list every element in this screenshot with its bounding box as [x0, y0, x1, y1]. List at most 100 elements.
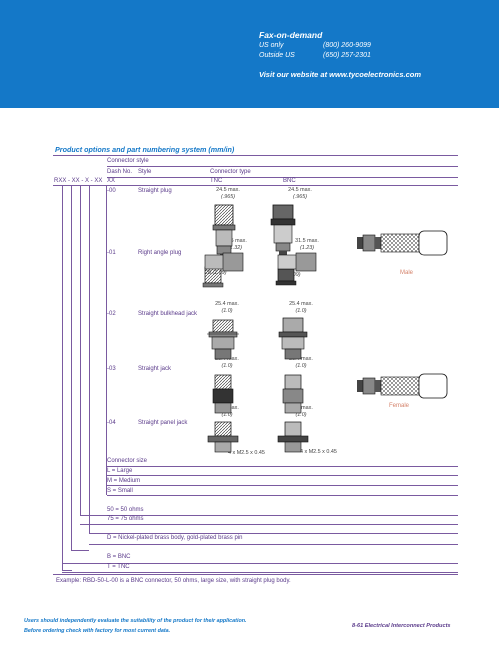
bnc-straight-plug-icon — [270, 204, 296, 256]
dim-bnc-02: 25.4 max. (1.0) — [279, 301, 323, 315]
divider — [107, 466, 458, 467]
style-straight-panel-jack: Straight panel jack — [138, 420, 188, 426]
dim-value: 24.5 max. — [288, 187, 312, 193]
table-title: Product options and part numbering syste… — [55, 145, 235, 154]
dim-inch: (.965) — [220, 194, 236, 200]
dim-tnc-01: 33.5 max. (1.32) — [213, 238, 257, 252]
footer-note-line: Before ordering check with factory for m… — [24, 628, 171, 634]
tnc-panel-jack-icon — [207, 421, 239, 453]
part-pattern: RXX - XX - X - XX — [54, 178, 103, 184]
fax-number: (800) 260-9099 — [323, 41, 371, 49]
style-straight-jack: Straight jack — [138, 366, 172, 372]
divider — [62, 572, 458, 573]
footer-note-line: Users should independently evaluate the … — [24, 618, 247, 624]
dim-inch: (1.0) — [221, 412, 233, 418]
divider — [107, 475, 458, 476]
style-right-angle-plug: Right angle plug — [138, 250, 182, 256]
bracket-line — [71, 550, 89, 551]
divider — [89, 544, 458, 545]
dim-inch: (1.32) — [227, 245, 243, 251]
divider — [80, 515, 458, 516]
tnc-straight-plug-icon — [212, 204, 236, 259]
ohms-50: 50 = 50 ohms — [107, 507, 144, 513]
body-material: D = Nickel-plated brass body, gold-plate… — [107, 535, 243, 541]
type-bnc: B = BNC — [107, 554, 131, 560]
dash-no-label: Dash No. — [107, 169, 133, 175]
dim-tnc-00: 24.5 max. (.965) — [206, 187, 250, 201]
divider — [80, 524, 458, 525]
header-banner — [0, 0, 499, 108]
bracket-line — [106, 185, 107, 495]
fax-row-us: US only (800) 260-9099 — [259, 41, 421, 52]
bracket-line — [62, 185, 63, 570]
connector-drawings — [202, 204, 448, 453]
type-tnc: T = TNC — [107, 564, 130, 570]
size-large: L = Large — [107, 468, 133, 474]
footer-note: Users should independently evaluate the … — [24, 616, 247, 636]
fax-number: (650) 257-2301 — [323, 52, 371, 59]
divider — [107, 485, 458, 486]
divider — [53, 155, 458, 156]
fax-label: US only — [259, 41, 284, 49]
dim-inch: (.965) — [292, 194, 308, 200]
divider — [53, 574, 458, 575]
divider — [107, 177, 458, 178]
dim-value: 24.5 max. — [216, 187, 240, 193]
female-label: Female — [389, 403, 410, 409]
tnc-label: TNC — [210, 178, 223, 184]
dim-bnc-01: 31.5 max. (1.23) — [285, 238, 329, 252]
fax-title: Fax-on-demand — [259, 30, 323, 40]
dash-02: -02 — [107, 311, 116, 317]
dim-inch: (1.0) — [295, 363, 307, 369]
connector-style-label: Connector style — [107, 158, 149, 164]
size-medium: M = Medium — [107, 478, 141, 484]
connector-type-label: Connector type — [210, 169, 251, 175]
tnc-bulkhead-jack-icon — [207, 319, 239, 360]
dim-inch: (1.23) — [299, 245, 315, 251]
divider — [62, 563, 458, 564]
thread-spec-bnc: 4 x M2.5 x 0.45 — [300, 449, 337, 455]
male-cable-assembly-icon — [357, 230, 448, 256]
male-label: Male — [400, 270, 414, 276]
dim-tnc-02: 25.4 max. (1.0) — [205, 301, 249, 315]
dim-value: 25.4 max. — [289, 301, 313, 307]
fax-on-demand-block: Fax-on-demand US only (800) 260-9099 Outs… — [259, 30, 421, 80]
dim-value: 25.4 max. — [215, 301, 239, 307]
bracket-line — [71, 185, 72, 550]
dim-inch: (1.0) — [221, 363, 233, 369]
dash-01: -01 — [107, 250, 116, 256]
website-link[interactable]: Visit our website at www.tycoelectronics… — [259, 69, 421, 79]
connector-size-label: Connector size — [107, 458, 148, 464]
bracket-line — [80, 185, 81, 515]
example-text: Example: RBD-50-L-00 is a BNC connector,… — [56, 578, 291, 584]
bnc-label: BNC — [283, 178, 296, 184]
dash-03: -03 — [107, 366, 116, 372]
dim-inch: (1.0) — [295, 412, 307, 418]
style-label: Style — [138, 169, 152, 175]
female-cable-assembly-icon — [357, 373, 448, 399]
dim-inch: (1.0) — [295, 308, 307, 314]
tnc-right-angle-plug-icon — [202, 252, 244, 288]
dim-inch: (1.0) — [221, 308, 233, 314]
divider — [107, 495, 458, 496]
bnc-bulkhead-jack-icon — [278, 317, 308, 360]
dim-value: 33.5 max. — [223, 238, 247, 244]
dim-bnc-00: 24.5 max. (.965) — [278, 187, 322, 201]
bnc-panel-jack-icon — [277, 421, 309, 453]
style-straight-plug: Straight plug — [138, 188, 172, 194]
dim-value: 31.5 max. — [295, 238, 319, 244]
fax-label: Outside US — [259, 52, 295, 59]
dash-00: -00 — [107, 188, 116, 194]
style-straight-bulkhead-jack: Straight bulkhead jack — [138, 311, 198, 317]
ohms-75: 75 = 75 ohms — [107, 516, 144, 522]
divider — [89, 533, 458, 534]
divider — [107, 166, 458, 167]
tnc-straight-jack-icon — [212, 374, 234, 414]
bracket-line — [62, 570, 72, 571]
bnc-straight-jack-icon — [282, 374, 304, 414]
xx-label: XX — [107, 178, 116, 184]
thread-spec-tnc: 4 x M2.5 x 0.45 — [228, 450, 265, 456]
dash-04: -04 — [107, 420, 116, 426]
bnc-right-angle-plug-icon — [275, 252, 317, 286]
size-small: S = Small — [107, 488, 133, 494]
